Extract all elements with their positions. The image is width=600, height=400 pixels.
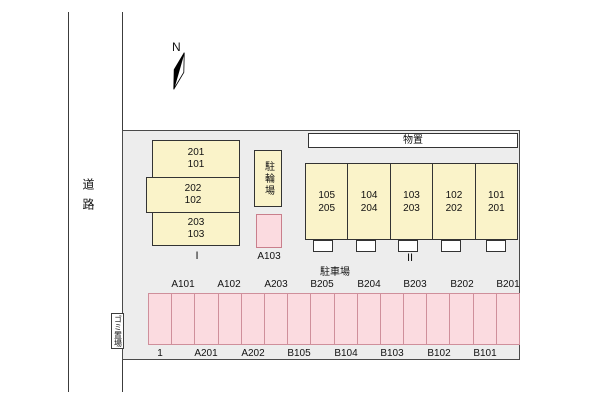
building2-label: II <box>406 252 414 264</box>
building1-unit-row: 201 101 <box>152 140 240 178</box>
stall-label: B202 <box>450 279 474 290</box>
stall-label: A202 <box>241 348 265 359</box>
parking-stall <box>219 294 242 344</box>
building1-label: I <box>195 250 199 262</box>
road-label: 道路 <box>81 178 95 218</box>
stall-label: 1 <box>157 348 163 359</box>
parking-stall <box>497 294 519 344</box>
a103-stall <box>256 214 282 248</box>
garbage-area: ゴミ置場 <box>111 313 124 349</box>
building2: 105 205 104 204 103 203 102 202 101 201 <box>305 163 518 240</box>
parking-stall <box>427 294 451 344</box>
unit-number-top: 201 <box>187 146 205 158</box>
unit-number-top: 103 <box>403 189 420 201</box>
stall-label: A203 <box>264 279 288 290</box>
stall-label: B203 <box>403 279 427 290</box>
parking-stall <box>358 294 381 344</box>
unit-number-bottom: 205 <box>318 202 336 214</box>
unit-number-top: 102 <box>445 189 463 201</box>
parking-stall <box>335 294 358 344</box>
stall-label: B102 <box>427 348 451 359</box>
stall-label: B105 <box>287 348 311 359</box>
unit-number-top: 104 <box>360 189 378 201</box>
unit-number-bottom: 204 <box>360 202 378 214</box>
parking-stall <box>172 294 196 344</box>
stall-label: A101 <box>171 279 195 290</box>
parking-stall <box>311 294 335 344</box>
bicycle-parking: 駐輪場 <box>254 150 282 207</box>
building2-unit: 104 204 <box>348 164 391 239</box>
unit-number-bottom: 103 <box>187 229 205 240</box>
building2-entry <box>398 240 418 252</box>
parking-row <box>148 293 520 345</box>
building2-unit: 103 203 <box>391 164 434 239</box>
unit-number-bottom: 201 <box>487 202 505 214</box>
unit-number-top: 202 <box>184 182 202 194</box>
stall-label: B104 <box>334 348 358 359</box>
compass-needle-icon <box>173 52 185 90</box>
building2-unit: 101 201 <box>476 164 517 239</box>
unit-number-top: 101 <box>487 189 505 201</box>
stall-label: B101 <box>473 348 497 359</box>
stall-label: A201 <box>194 348 218 359</box>
parking-stall <box>450 294 474 344</box>
building2-entry <box>441 240 461 252</box>
stall-label: B205 <box>310 279 334 290</box>
building2-entry <box>486 240 506 252</box>
unit-number-top: 105 <box>318 189 336 201</box>
stall-label: B201 <box>496 279 520 290</box>
road-outer-line <box>68 12 69 392</box>
north-label: N <box>172 40 181 54</box>
building1-unit-row: 203 103 <box>152 212 240 246</box>
a103-label: A103 <box>257 251 281 262</box>
building2-entry <box>356 240 376 252</box>
building2-unit: 105 205 <box>306 164 349 239</box>
parking-stall <box>265 294 289 344</box>
storage-shed: 物置 <box>308 133 518 148</box>
unit-number-bottom: 101 <box>187 159 205 170</box>
unit-number-top: 203 <box>187 216 205 228</box>
stall-label: B103 <box>380 348 404 359</box>
parking-stall <box>242 294 265 344</box>
parking-lot-label: 駐車場 <box>320 267 350 278</box>
building2-unit: 102 202 <box>433 164 476 239</box>
stall-label: B204 <box>357 279 381 290</box>
parking-stall <box>149 294 173 344</box>
building1-unit-row: 202 102 <box>146 177 240 213</box>
unit-number-bottom: 102 <box>184 195 202 206</box>
unit-number-bottom: 202 <box>445 202 463 214</box>
parking-stall <box>381 294 405 344</box>
building2-entry <box>313 240 333 252</box>
parking-stall <box>288 294 312 344</box>
stall-label: A102 <box>217 279 241 290</box>
parking-stall <box>404 294 428 344</box>
parking-stall <box>195 294 219 344</box>
unit-number-bottom: 203 <box>403 202 420 214</box>
parking-stall <box>474 294 497 344</box>
